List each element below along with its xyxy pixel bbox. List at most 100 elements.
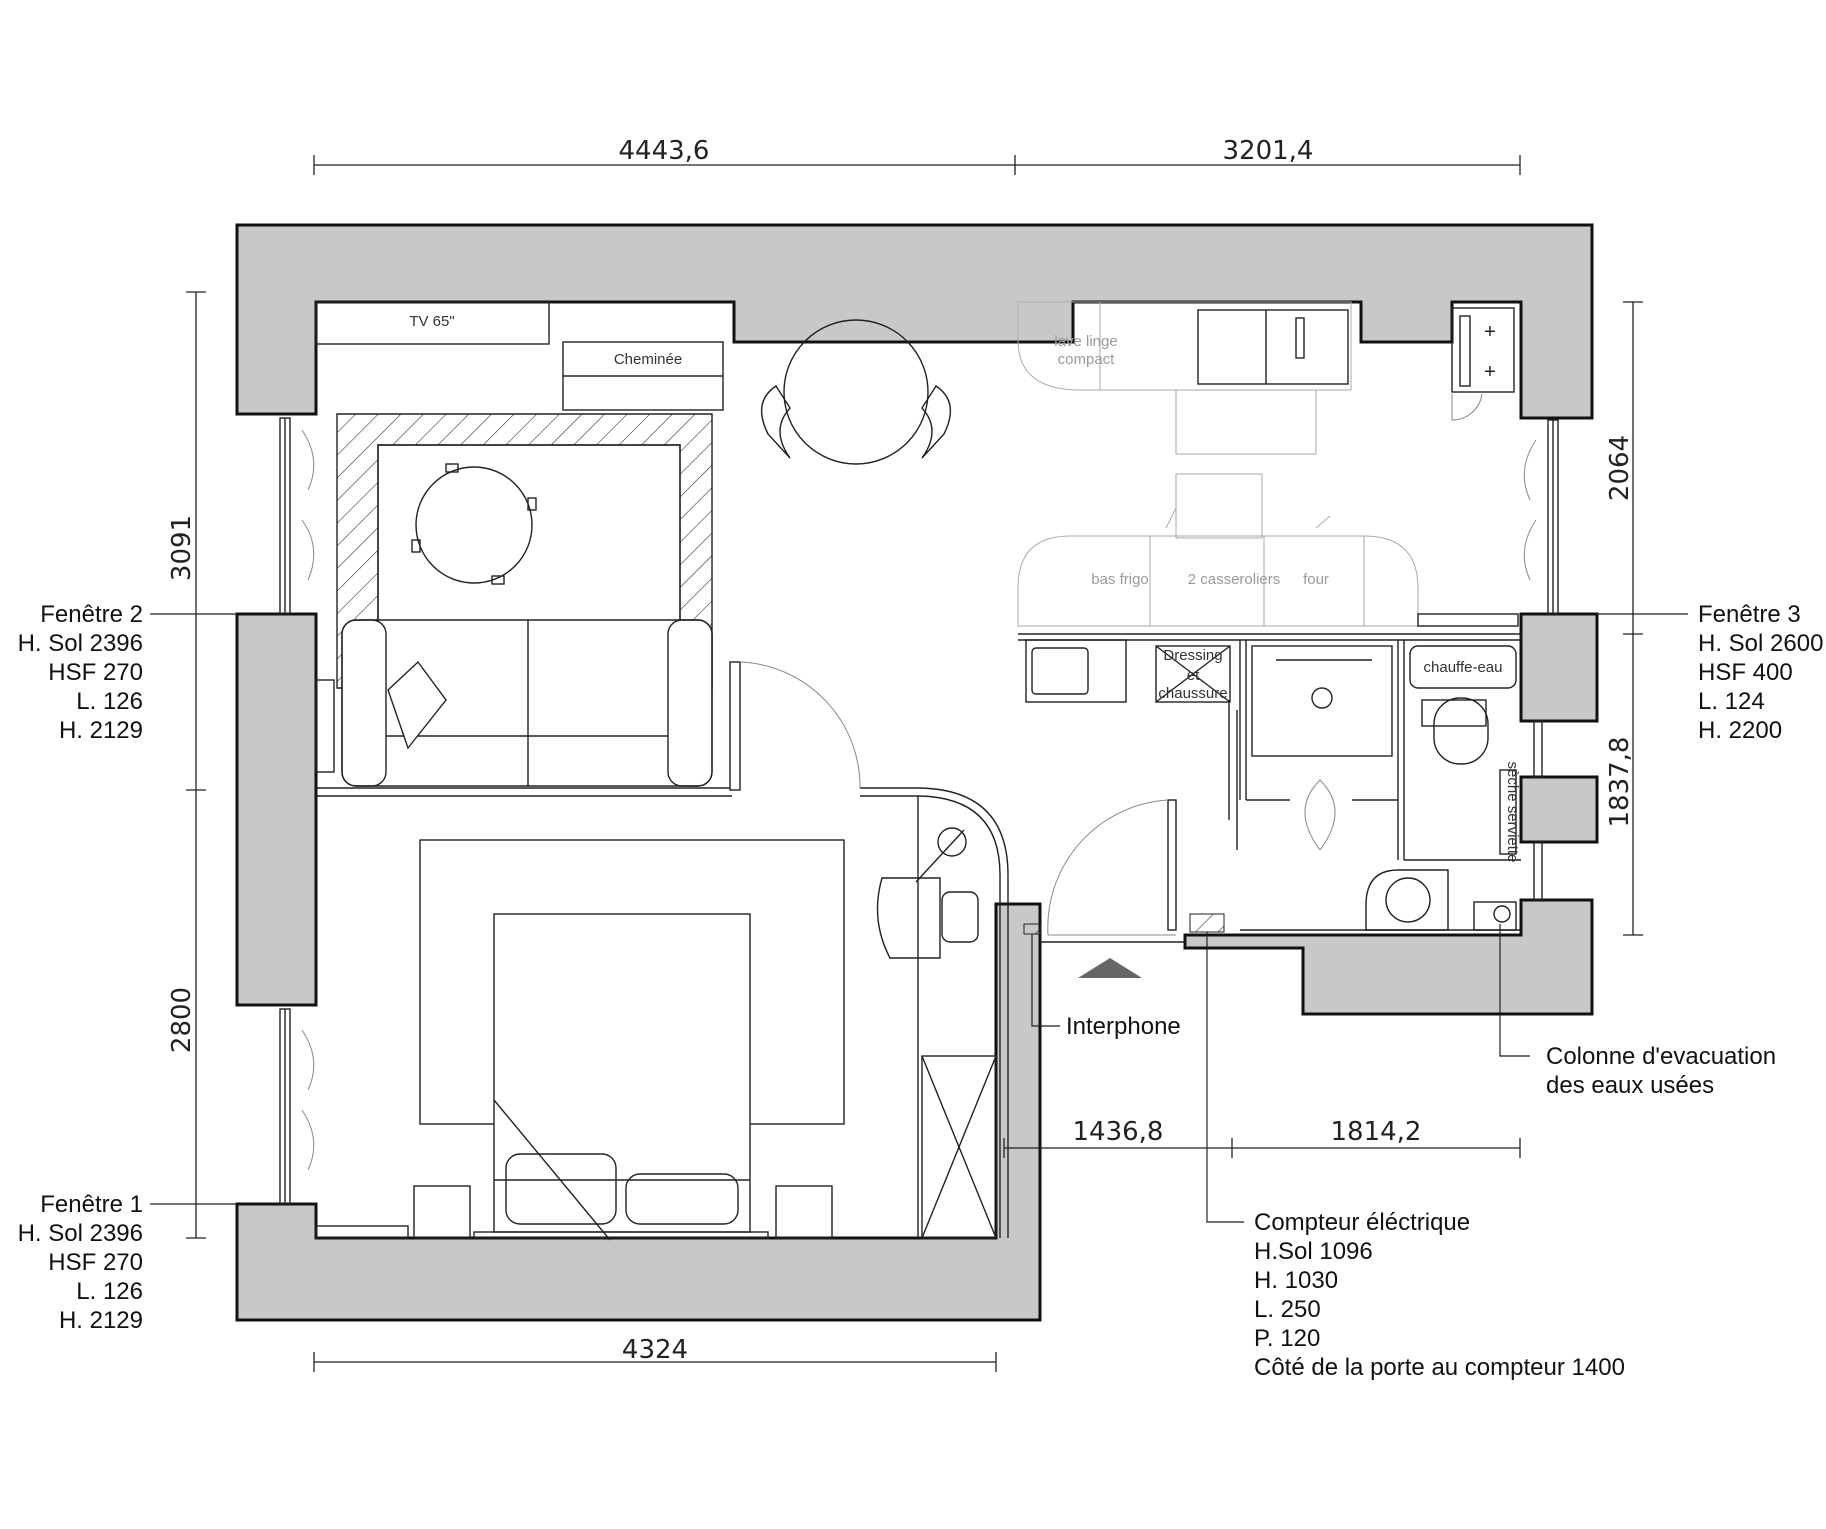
partitions	[316, 633, 1521, 1238]
dining-table	[783, 319, 929, 465]
window-2-title: Fenêtre 2	[40, 601, 143, 628]
window-1-line: HSF 270	[48, 1249, 143, 1276]
dining-chair	[760, 385, 791, 459]
leader-lines	[150, 613, 1688, 1223]
sink	[1197, 309, 1349, 385]
dim-top-left: 4443,6	[619, 136, 710, 166]
window-3-note: Fenêtre 3 H. Sol 2600 HSF 400 L. 124 H. …	[1698, 601, 1823, 744]
drain-line-1: Colonne d'evacuation	[1546, 1043, 1776, 1070]
electric-meter	[1189, 913, 1225, 933]
water-heater-label: chauffe-eau	[1424, 659, 1503, 676]
dim-right-upper: 2064	[1605, 435, 1635, 501]
dining-chair	[921, 385, 952, 459]
dim-left-upper: 3091	[167, 515, 197, 581]
wall-bottom-right	[1183, 898, 1594, 1016]
entrance-arrow	[1078, 958, 1142, 978]
meter-title: Compteur éléctrique	[1254, 1209, 1470, 1236]
drain-note: Colonne d'evacuation des eaux usées	[1546, 1043, 1776, 1099]
stool	[1175, 389, 1317, 455]
window-3-title: Fenêtre 3	[1698, 601, 1801, 628]
bedroom	[413, 827, 997, 1241]
meter-line: L. 250	[1254, 1296, 1321, 1323]
window-3-line: H. 2200	[1698, 717, 1782, 744]
wall-right-pier-1	[1519, 612, 1599, 723]
water-heater	[1409, 645, 1517, 689]
stool	[1175, 473, 1263, 539]
cabinet	[1025, 639, 1127, 703]
wall-right-pier-2	[1519, 775, 1599, 844]
dressing-label-2: et	[1187, 667, 1200, 684]
intercom-label: Interphone	[1066, 1013, 1181, 1040]
dressing-box	[1155, 645, 1231, 703]
meter-line: P. 120	[1254, 1325, 1320, 1352]
dim-bottom-mid-left: 1436,8	[1073, 1117, 1164, 1147]
window-2-line: H. 2129	[59, 717, 143, 744]
hob-plus: +	[1484, 321, 1496, 343]
toilet	[1433, 697, 1489, 765]
window-1-line: H. 2129	[59, 1307, 143, 1334]
pan-drawers-label: 2 casseroliers	[1188, 571, 1281, 588]
drain-column	[1473, 901, 1517, 931]
window-3-line: L. 124	[1698, 688, 1765, 715]
walls	[235, 223, 1599, 1322]
bathroom: Dressing et chaussure chauffe-eau sèche …	[1023, 639, 1521, 978]
intercom-box	[1023, 923, 1041, 935]
hob-plus: +	[1484, 361, 1496, 383]
washbasin	[1365, 869, 1449, 931]
wardrobe	[921, 1055, 997, 1239]
fireplace-label: Cheminée	[614, 351, 682, 368]
tv-label: TV 65"	[409, 313, 454, 330]
window-1-line: H. Sol 2396	[18, 1220, 143, 1247]
toilet-tank	[1421, 699, 1487, 727]
wall-bottom-left	[235, 902, 1042, 1322]
bed	[493, 913, 751, 1233]
fridge-label: bas frigo	[1091, 571, 1149, 588]
meter-note: Compteur éléctrique H.Sol 1096 H. 1030 L…	[1254, 1209, 1625, 1381]
towel-dryer-label: sèche serviette	[1504, 762, 1521, 863]
towel-dryer	[1499, 769, 1517, 855]
washer-label-1: lave linge	[1054, 333, 1117, 350]
drain-line-2: des eaux usées	[1546, 1072, 1714, 1099]
kitchen-counter-top	[1017, 301, 1352, 391]
radiator-kitchen	[1417, 613, 1519, 627]
window-right-lower-frame	[1533, 720, 1543, 778]
hob	[1451, 307, 1515, 393]
windows	[279, 417, 1559, 1205]
window-2-line: HSF 270	[48, 659, 143, 686]
sofa	[341, 619, 713, 787]
dim-bottom: 4324	[622, 1335, 688, 1365]
coffee-table	[415, 466, 533, 584]
washer-label-2: compact	[1058, 351, 1116, 368]
meter-line: Côté de la porte au compteur 1400	[1254, 1354, 1625, 1381]
desk-chair	[876, 877, 941, 959]
oven-label: four	[1303, 571, 1329, 588]
desk-lamp	[937, 827, 967, 857]
nightstand	[775, 1185, 833, 1239]
meter-line: H. 1030	[1254, 1267, 1338, 1294]
radiator-bedroom	[315, 1225, 409, 1239]
nightstand	[413, 1185, 471, 1239]
shower	[1251, 645, 1393, 757]
dimension-lines	[186, 155, 1643, 1372]
kitchen: lave linge compact + + bas frigo 2 casse…	[1017, 301, 1519, 627]
dim-left-lower: 2800	[167, 987, 197, 1053]
tv-unit	[315, 301, 550, 345]
window-2-line: L. 126	[76, 688, 143, 715]
dim-right-lower: 1837,8	[1605, 737, 1635, 828]
window-2-note: Fenêtre 2 H. Sol 2396 HSF 270 L. 126 H. …	[18, 601, 143, 744]
dim-top-right: 3201,4	[1223, 136, 1314, 166]
window-1-line: L. 126	[76, 1278, 143, 1305]
dim-bottom-mid-right: 1814,2	[1331, 1117, 1422, 1147]
window-1-title: Fenêtre 1	[40, 1191, 143, 1218]
wall-left-pier	[235, 612, 318, 1007]
window-1-note: Fenêtre 1 H. Sol 2396 HSF 270 L. 126 H. …	[18, 1191, 143, 1334]
dressing-label-3: chaussure	[1158, 685, 1227, 702]
window-3-line: H. Sol 2600	[1698, 630, 1823, 657]
dressing-label-1: Dressing	[1163, 647, 1222, 664]
meter-line: H.Sol 1096	[1254, 1238, 1373, 1265]
living-room: TV 65" Cheminée	[315, 301, 952, 1239]
window-3-line: HSF 400	[1698, 659, 1793, 686]
window-2-line: H. Sol 2396	[18, 630, 143, 657]
radiator-living	[315, 679, 335, 773]
